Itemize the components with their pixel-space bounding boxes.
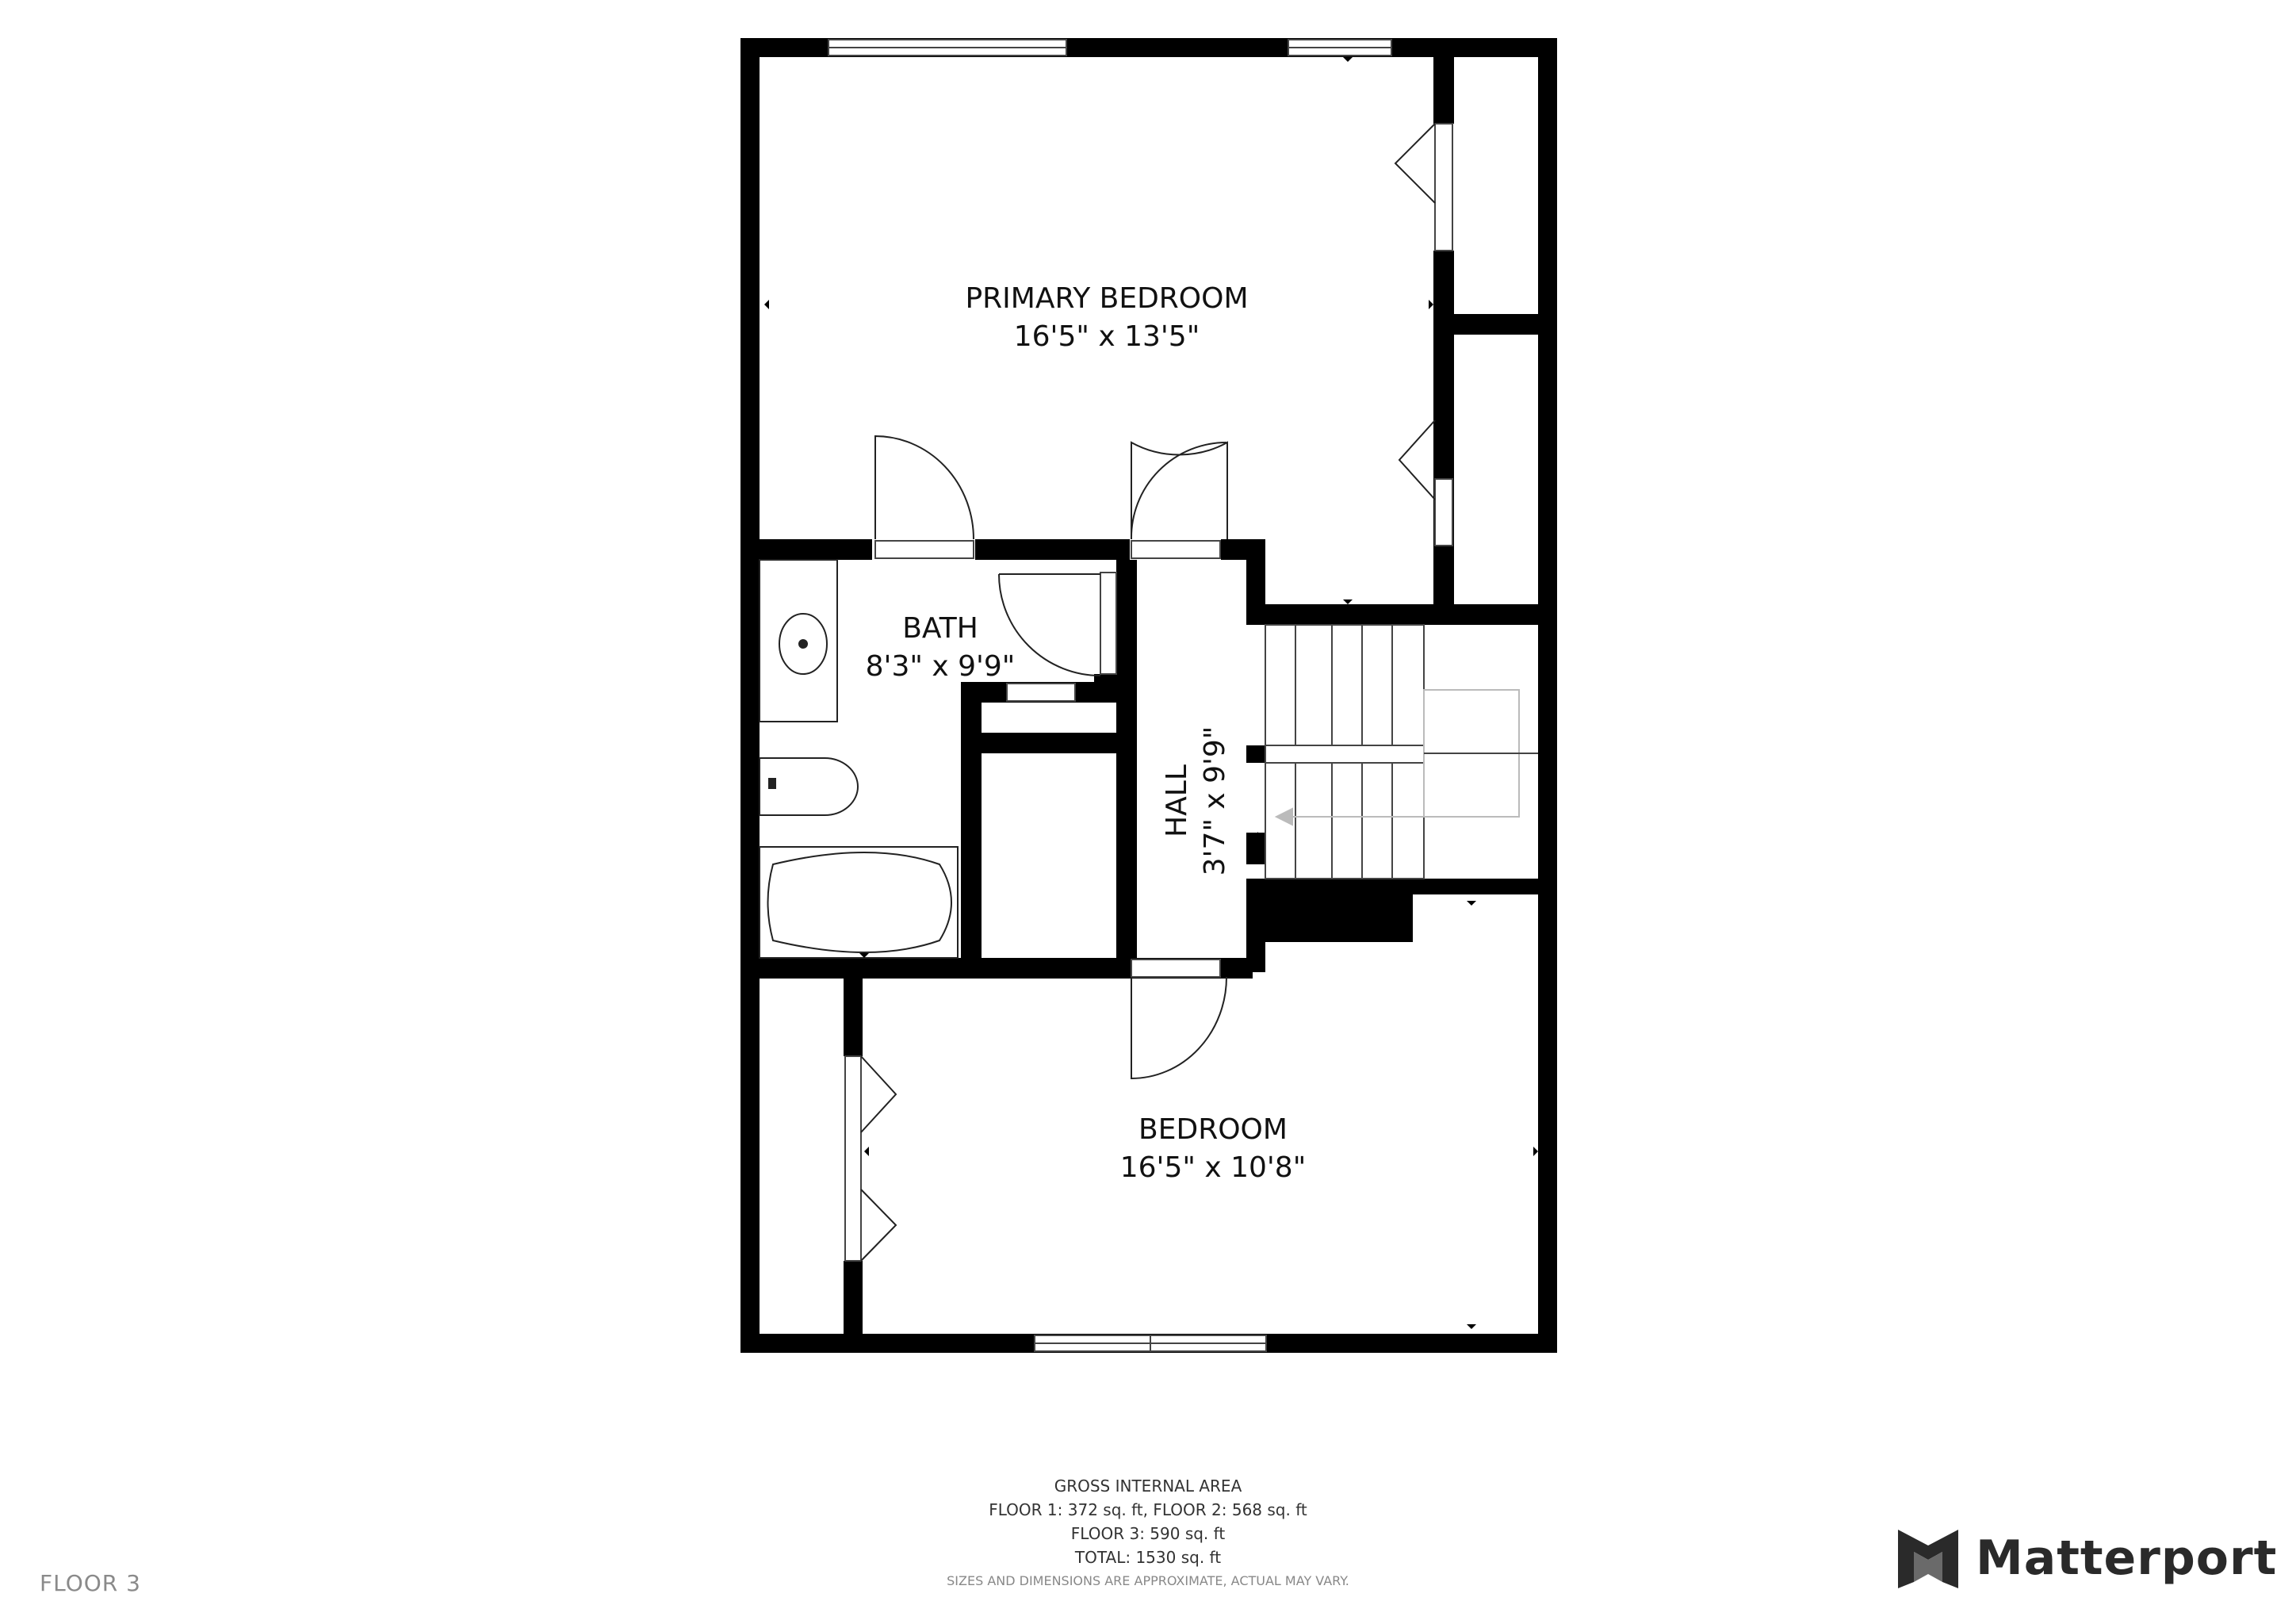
matterport-logo-icon bbox=[1898, 1530, 1958, 1588]
brand-name: Matterport bbox=[1976, 1530, 2278, 1586]
primary-bedroom-dims: 16'5" x 13'5" bbox=[1014, 320, 1200, 353]
bedroom-dims: 16'5" x 10'8" bbox=[1120, 1151, 1307, 1184]
brand-logo: Matterport bbox=[1895, 1522, 2277, 1594]
bedroom-name: BEDROOM bbox=[1138, 1113, 1288, 1146]
wall-markers bbox=[764, 57, 1538, 1329]
area-heading: GROSS INTERNAL AREA bbox=[1054, 1477, 1242, 1496]
area-disclaimer: SIZES AND DIMENSIONS ARE APPROXIMATE, AC… bbox=[947, 1573, 1349, 1588]
bath-fixtures bbox=[759, 559, 959, 959]
bath-name: BATH bbox=[902, 612, 978, 645]
windows bbox=[828, 39, 1392, 1352]
floor-label: FLOOR 3 bbox=[40, 1570, 141, 1596]
area-floor-3: FLOOR 3: 590 sq. ft bbox=[1070, 1524, 1226, 1543]
door-swings bbox=[860, 123, 1436, 1262]
hall-name: HALL bbox=[1161, 764, 1193, 837]
bath-dims: 8'3" x 9'9" bbox=[866, 650, 1016, 683]
area-total: TOTAL: 1530 sq. ft bbox=[1074, 1548, 1222, 1567]
area-floors-1-2: FLOOR 1: 372 sq. ft, FLOOR 2: 568 sq. ft bbox=[989, 1500, 1307, 1519]
door-openings bbox=[844, 123, 1453, 1262]
hall-dims: 3'7" x 9'9" bbox=[1199, 726, 1231, 876]
stairs bbox=[1265, 624, 1538, 879]
primary-bedroom-name: PRIMARY BEDROOM bbox=[965, 282, 1248, 315]
